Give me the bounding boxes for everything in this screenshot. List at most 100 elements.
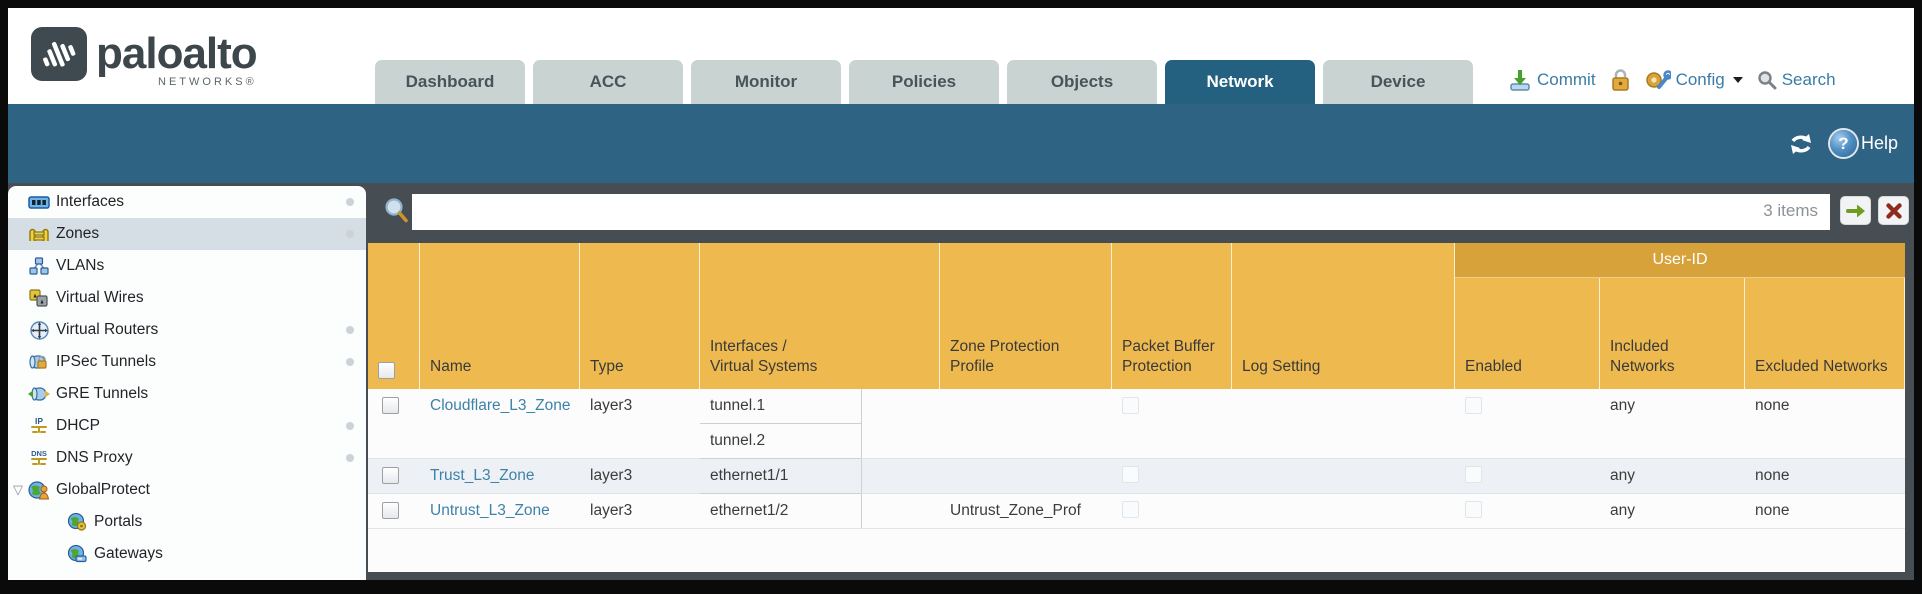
zones-main-panel: 3 items (368, 183, 1914, 580)
enabled-cell (1455, 494, 1600, 528)
row-checkbox-cell (368, 389, 420, 458)
tab-dashboard[interactable]: Dashboard (375, 60, 525, 104)
packet-buffer-cell (1112, 494, 1232, 528)
paloalto-logo-icon (31, 27, 87, 81)
column-header-name[interactable]: Name (420, 243, 580, 389)
sidebar-item-label: Portals (94, 513, 143, 530)
help-button[interactable]: ? Help (1829, 130, 1898, 157)
zone-type-cell: layer3 (590, 397, 633, 414)
row-checkbox-cell (368, 494, 420, 528)
tab-network[interactable]: Network (1165, 60, 1315, 104)
config-caret-icon (1732, 77, 1743, 83)
sidebar-item-label: Interfaces (56, 193, 125, 210)
sidebar-item-interfaces[interactable]: Interfaces (8, 186, 366, 218)
column-header-type[interactable]: Type (580, 243, 700, 389)
zone-name-cell: Trust_L3_Zone (420, 459, 580, 493)
excluded-networks-cell: none (1755, 502, 1790, 519)
tab-acc[interactable]: ACC (533, 60, 683, 104)
included-networks-cell: any (1610, 397, 1635, 414)
column-header-included-networks[interactable]: Included Networks (1600, 278, 1745, 389)
sidebar-item-dhcp[interactable]: IP DHCP (8, 410, 366, 442)
table-header: Name Type Interfaces / Virtual Systems Z… (368, 243, 1905, 389)
sidebar-item-label: GRE Tunnels (56, 385, 149, 402)
sidebar-item-virtual-wires[interactable]: Virtual Wires (8, 282, 366, 314)
zone-type-cell: layer3 (590, 467, 633, 484)
enabled-cell (1455, 389, 1600, 458)
enabled-checkbox[interactable] (1465, 466, 1482, 483)
interface-entry: ethernet1/1 (700, 459, 861, 494)
zone-protection-cell (940, 459, 1112, 493)
sidebar-item-vlans[interactable]: VLANs (8, 250, 366, 282)
zones-table: Name Type Interfaces / Virtual Systems Z… (368, 243, 1905, 572)
column-header-excluded-networks[interactable]: Excluded Networks (1745, 278, 1905, 389)
brand-name: paloalto (96, 29, 258, 78)
interface-entry: tunnel.2 (700, 424, 861, 459)
column-header-interfaces[interactable]: Interfaces / Virtual Systems (700, 243, 940, 389)
dhcp-icon: IP (28, 416, 50, 436)
packet-buffer-cell (1112, 389, 1232, 458)
packet-buffer-checkbox[interactable] (1122, 397, 1139, 414)
sidebar-item-virtual-routers[interactable]: Virtual Routers (8, 314, 366, 346)
tab-monitor[interactable]: Monitor (691, 60, 841, 104)
sidebar-item-ipsec-tunnels[interactable]: IPSec Tunnels (8, 346, 366, 378)
config-menu[interactable]: Config (1645, 68, 1743, 92)
expand-triangle-icon[interactable]: ▽ (13, 482, 23, 497)
filter-search-icon[interactable] (384, 197, 410, 224)
commit-button[interactable]: Commit (1508, 68, 1596, 92)
green-arrow-icon (1845, 204, 1865, 217)
sidebar-item-globalprotect[interactable]: ▽ GlobalProtect (8, 474, 366, 506)
table-row: Cloudflare_L3_Zone layer3 tunnel.1 tunne… (368, 389, 1905, 459)
column-header-enabled[interactable]: Enabled (1455, 278, 1600, 389)
sidebar-item-portals[interactable]: Portals (8, 506, 366, 538)
tab-device[interactable]: Device (1323, 60, 1473, 104)
sidebar-item-gre-tunnels[interactable]: GRE Tunnels (8, 378, 366, 410)
packet-buffer-cell (1112, 459, 1232, 493)
enabled-checkbox[interactable] (1465, 501, 1482, 518)
sidebar-item-label: IPSec Tunnels (56, 353, 156, 370)
help-label: Help (1860, 133, 1898, 153)
zone-name-cell: Cloudflare_L3_Zone (420, 389, 580, 458)
log-setting-cell (1232, 459, 1455, 493)
clear-filter-button[interactable] (1878, 196, 1909, 225)
search-icon (1758, 71, 1777, 90)
zone-name-link[interactable]: Trust_L3_Zone (430, 467, 535, 484)
row-checkbox[interactable] (382, 502, 399, 519)
zone-interfaces-cell: ethernet1/1 (700, 459, 940, 494)
lock-icon[interactable] (1610, 68, 1631, 92)
zone-protection-cell (940, 389, 1112, 458)
select-all-checkbox[interactable] (378, 362, 395, 379)
packet-buffer-checkbox[interactable] (1122, 466, 1139, 483)
filter-input[interactable] (412, 194, 1830, 230)
zones-icon (28, 224, 50, 244)
apply-filter-button[interactable] (1840, 196, 1871, 225)
interface-entry: ethernet1/2 (710, 502, 789, 519)
red-x-icon (1885, 202, 1902, 219)
table-body: Cloudflare_L3_Zone layer3 tunnel.1 tunne… (368, 389, 1905, 572)
zone-name-link[interactable]: Cloudflare_L3_Zone (430, 397, 571, 414)
ipsec-tunnels-icon (28, 352, 50, 372)
tab-objects[interactable]: Objects (1007, 60, 1157, 104)
sidebar-item-gateways[interactable]: Gateways (8, 538, 366, 570)
zone-name-link[interactable]: Untrust_L3_Zone (430, 502, 550, 519)
packet-buffer-checkbox[interactable] (1122, 501, 1139, 518)
row-checkbox[interactable] (382, 397, 399, 414)
sidebar-item-label: DHCP (56, 417, 100, 434)
column-header-packet-buffer[interactable]: Packet Buffer Protection (1112, 243, 1232, 389)
search-button[interactable]: Search (1757, 70, 1836, 90)
header-actions: Commit Config (1508, 60, 1836, 100)
sidebar-item-zones[interactable]: Zones (8, 218, 366, 250)
sidebar-item-dns-proxy[interactable]: DNS DNS Proxy (8, 442, 366, 474)
column-header-zone-protection[interactable]: Zone Protection Profile (940, 243, 1112, 389)
virtual-wires-icon (28, 288, 50, 308)
included-networks-cell: any (1610, 502, 1635, 519)
refresh-icon[interactable] (1786, 131, 1816, 157)
row-checkbox[interactable] (382, 467, 399, 484)
column-header-log-setting[interactable]: Log Setting (1232, 243, 1455, 389)
help-icon: ? (1829, 130, 1857, 157)
sidebar-item-label: Virtual Wires (56, 289, 144, 306)
tab-policies[interactable]: Policies (849, 60, 999, 104)
status-dot (346, 422, 354, 430)
interfaces-icon (28, 192, 50, 212)
enabled-checkbox[interactable] (1465, 397, 1482, 414)
zone-protection-cell: Untrust_Zone_Prof (950, 502, 1081, 519)
